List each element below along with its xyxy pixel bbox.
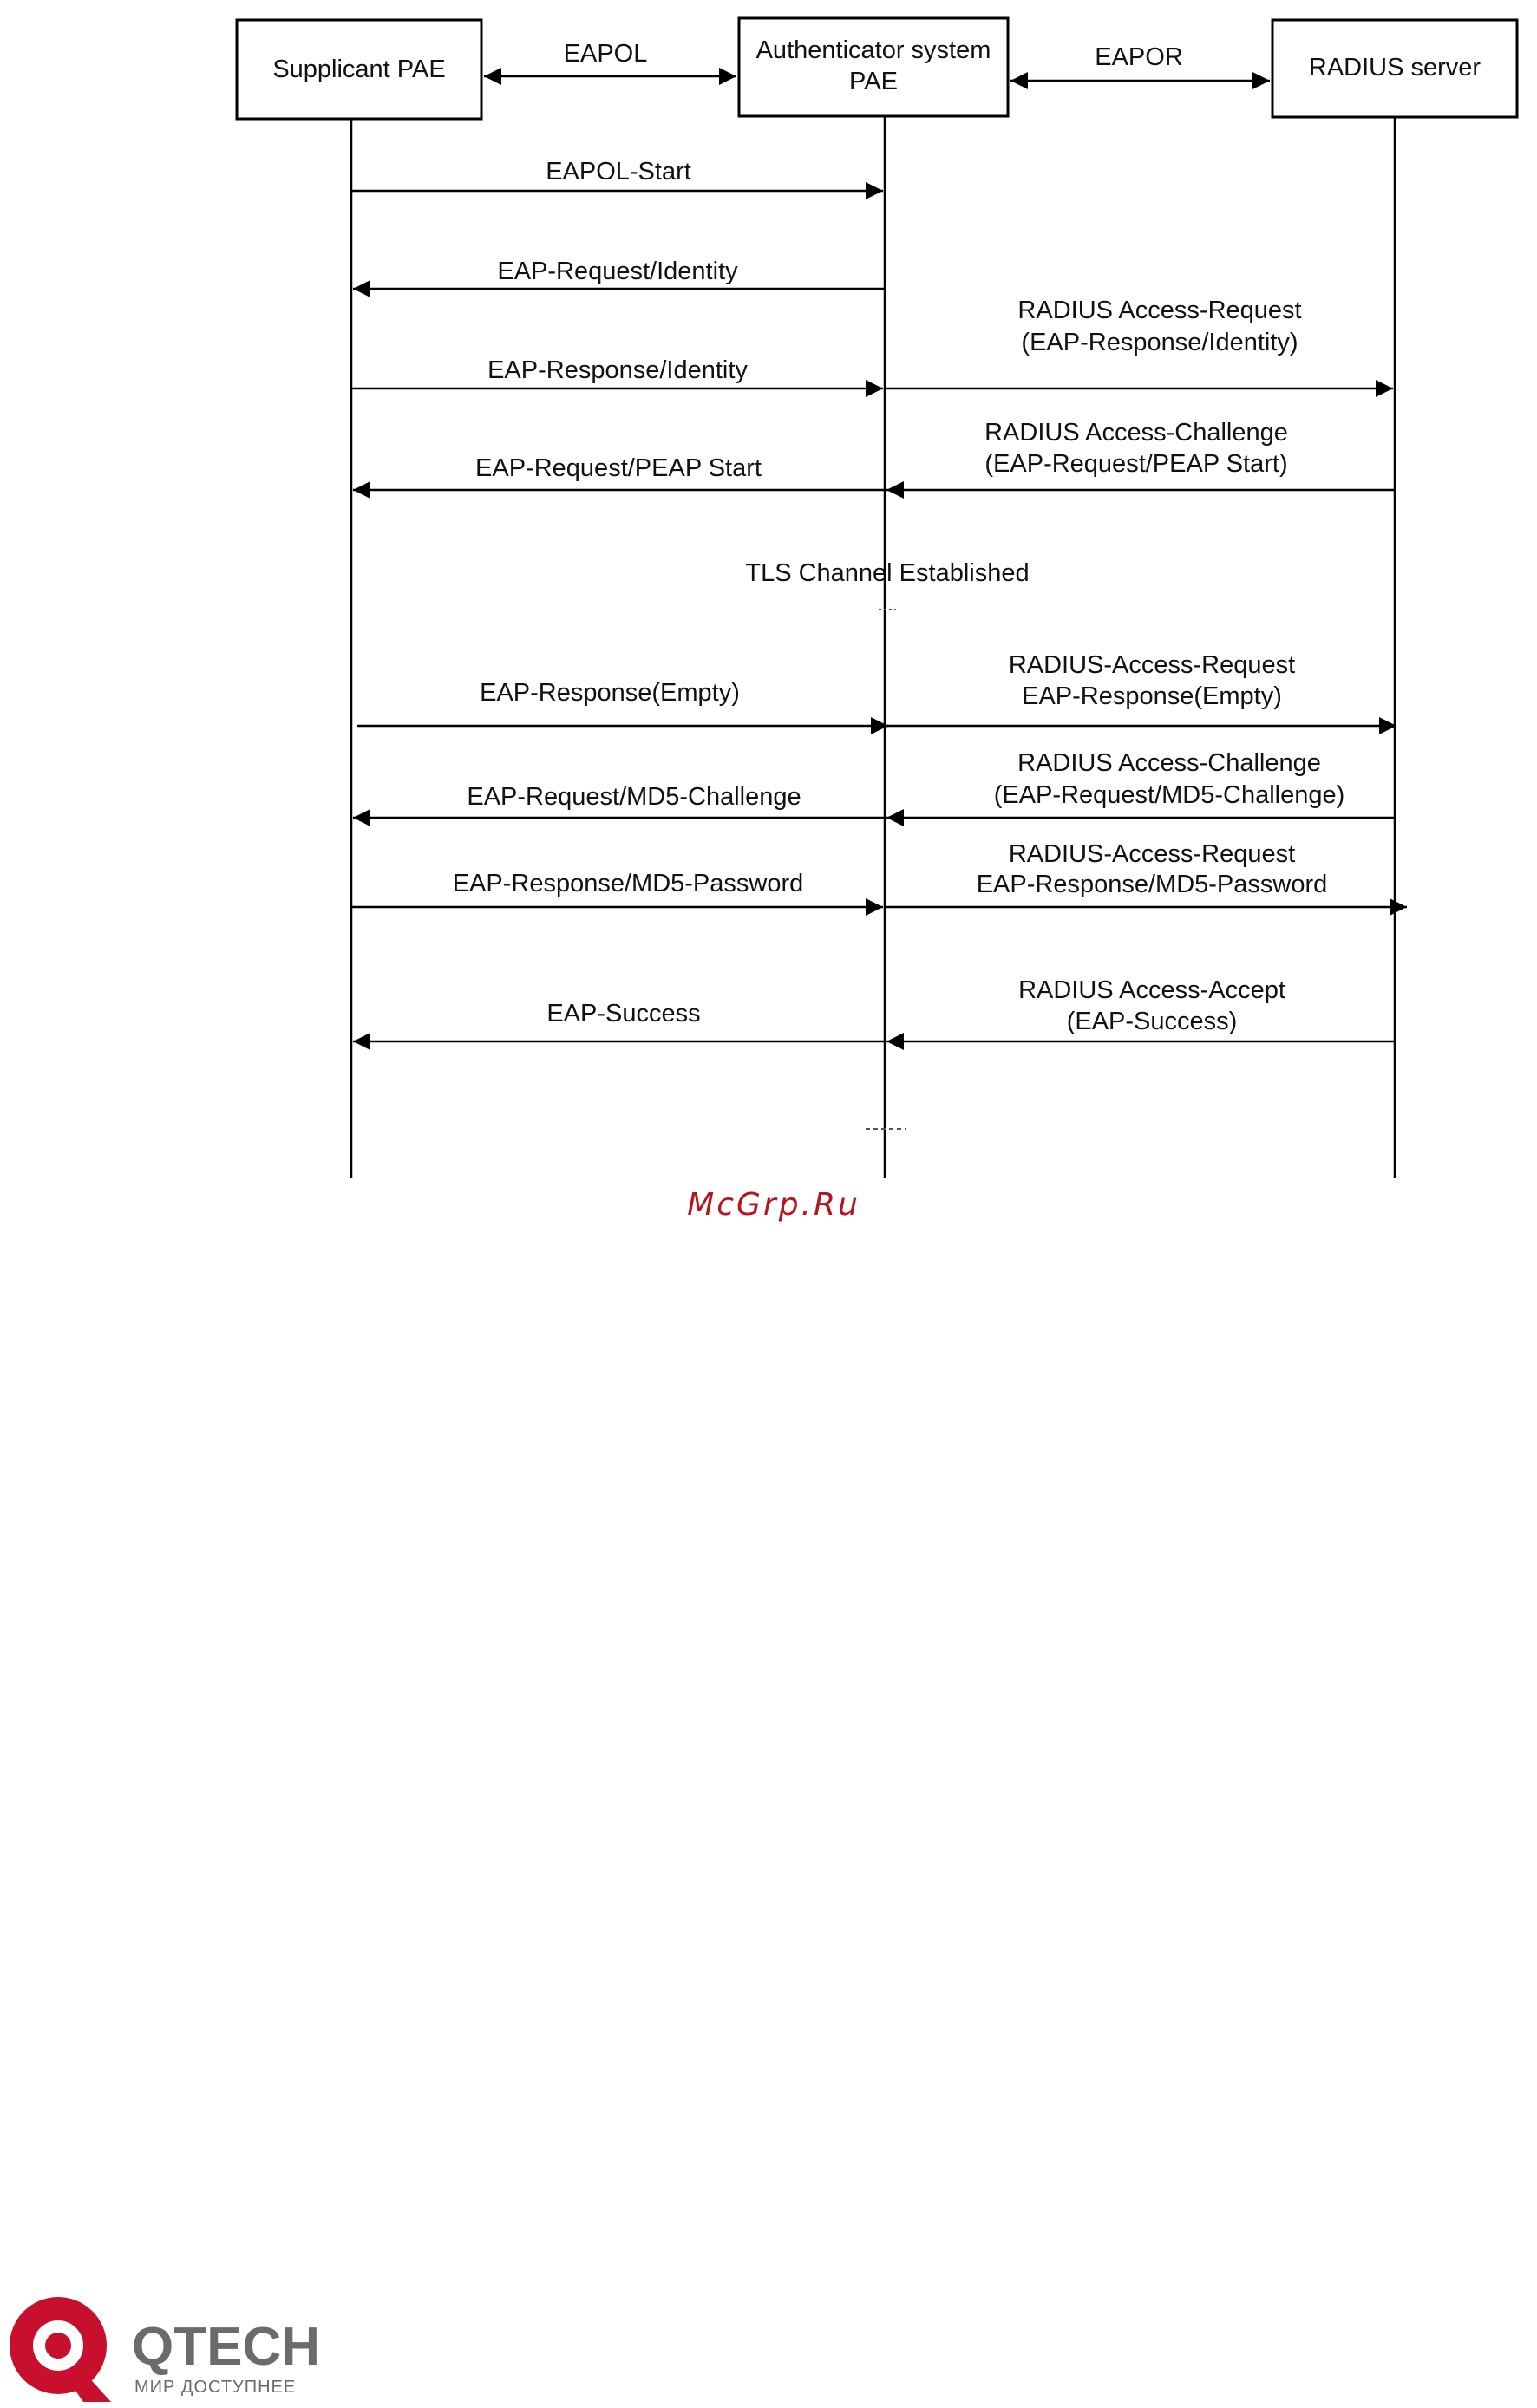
eap-response-md5-label: EAP-Response/MD5-Password [453, 870, 804, 897]
radius-accept-line2: (EAP-Success) [1067, 1008, 1238, 1035]
eapol-label: EAPOL [564, 40, 648, 68]
radius-access-request-2-line2: EAP-Response(Empty) [1022, 682, 1282, 710]
eap-request-identity-label: EAP-Request/Identity [497, 258, 738, 285]
eap-response-empty-label: EAP-Response(Empty) [480, 679, 740, 707]
eap-success-label: EAP-Success [546, 1000, 700, 1028]
tls-channel-label: TLS Channel Established [745, 559, 1029, 587]
eapol-start-label: EAPOL-Start [546, 158, 691, 186]
radius-access-request-2-line1: RADIUS-Access-Request [1009, 651, 1295, 679]
watermark: McGrp.Ru [687, 1187, 860, 1223]
logo-tagline: МИР ДОСТУПНЕЕ [134, 2378, 296, 2397]
supplicant-box: Supplicant PAE [235, 18, 483, 121]
eap-response-identity-label: EAP-Response/Identity [487, 356, 748, 384]
radius-challenge-2-line2: (EAP-Request/MD5-Challenge) [994, 781, 1345, 809]
qtech-logo-mark [10, 2297, 111, 2402]
authenticator-box: Authenticator system PAE [737, 16, 1010, 118]
radius-server-label: RADIUS server [1309, 54, 1481, 82]
radius-server-box: RADIUS server [1271, 18, 1519, 119]
logo-name: QTECH [132, 2317, 320, 2377]
radius-challenge-2-line1: RADIUS Access-Challenge [1017, 749, 1321, 777]
radius-access-request-1-line2: (EAP-Response/Identity) [1021, 329, 1298, 356]
supplicant-label: Supplicant PAE [272, 55, 445, 83]
radius-access-request-3-line2: EAP-Response/MD5-Password [977, 871, 1328, 898]
radius-access-request-1-line1: RADIUS Access-Request [1017, 297, 1301, 324]
radius-access-request-3-line1: RADIUS-Access-Request [1009, 840, 1295, 868]
qtech-logo: QTECH МИР ДОСТУПНЕЕ [10, 2297, 320, 2402]
eapor-label: EAPOR [1095, 43, 1183, 71]
authenticator-label-line1: Authenticator system [756, 36, 991, 64]
radius-accept-line1: RADIUS Access-Accept [1018, 976, 1285, 1004]
eap-request-peap-label: EAP-Request/PEAP Start [475, 454, 762, 482]
radius-challenge-1-line1: RADIUS Access-Challenge [984, 419, 1288, 447]
radius-challenge-1-line2: (EAP-Request/PEAP Start) [984, 450, 1287, 478]
eap-request-md5-label: EAP-Request/MD5-Challenge [467, 783, 801, 811]
authenticator-label-line2: PAE [849, 68, 898, 95]
